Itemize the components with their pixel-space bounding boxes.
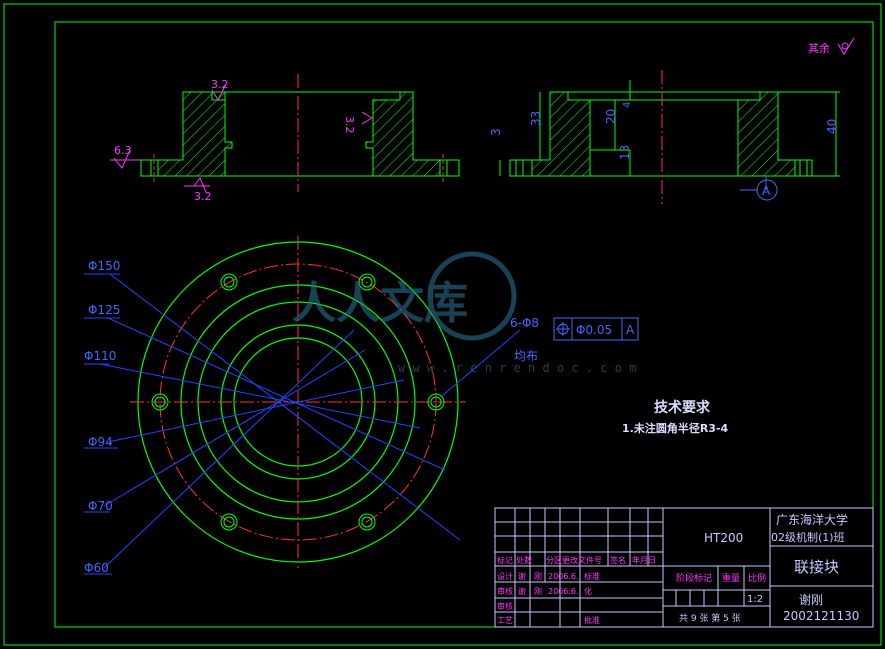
title-block: 标记 处数 分区 更改文件号 签名 年月日 设计 谢 刚 2006.6. 标准 …: [494, 507, 874, 628]
svg-text:02级机制(1)班: 02级机制(1)班: [771, 530, 845, 544]
svg-text:Φ60: Φ60: [84, 561, 109, 575]
svg-text:设计: 设计: [497, 571, 513, 581]
svg-text:谢刚: 谢刚: [799, 592, 823, 607]
section-view: 3.2 3.2 6.3 3.2: [110, 74, 460, 203]
svg-text:刚: 刚: [534, 587, 542, 596]
svg-text:3.2: 3.2: [343, 116, 356, 134]
svg-text:HT200: HT200: [704, 531, 743, 545]
svg-text:标记: 标记: [497, 555, 513, 565]
svg-text:A: A: [626, 323, 635, 337]
svg-text:33: 33: [529, 111, 543, 126]
svg-text:3: 3: [489, 128, 503, 136]
svg-text:w w w . r e n r e n d o c . c: w w w . r e n r e n d o c . c o m: [398, 361, 636, 375]
svg-text:2002121130: 2002121130: [783, 609, 859, 623]
svg-text:谢: 谢: [518, 586, 526, 596]
svg-text:4: 4: [622, 102, 633, 108]
svg-text:Φ150: Φ150: [88, 259, 120, 273]
svg-text:2006.6.: 2006.6.: [548, 572, 579, 581]
svg-text:共 9 张 第 5 张: 共 9 张 第 5 张: [679, 612, 741, 624]
svg-text:重量: 重量: [722, 572, 740, 584]
svg-text:批准: 批准: [584, 615, 600, 625]
svg-text:1:2: 1:2: [747, 594, 763, 605]
watermark: 人人文库 w w w . r e n r e n d o c . c o m: [292, 251, 636, 375]
svg-text:签名: 签名: [610, 555, 626, 565]
svg-text:Φ70: Φ70: [88, 499, 113, 513]
inner-border: [54, 21, 874, 628]
svg-text:Φ125: Φ125: [88, 303, 120, 317]
outer-border: [3, 3, 882, 646]
svg-text:化: 化: [584, 586, 592, 596]
svg-text:6-Φ8: 6-Φ8: [510, 316, 539, 330]
svg-text:审核: 审核: [497, 586, 513, 596]
svg-text:均布: 均布: [514, 349, 538, 363]
svg-text:工艺: 工艺: [497, 616, 513, 625]
svg-text:处数: 处数: [516, 555, 532, 565]
svg-text:阶段标记: 阶段标记: [676, 572, 712, 584]
svg-text:技术要求: 技术要求: [654, 399, 711, 416]
svg-text:其余: 其余: [808, 41, 830, 55]
svg-text:Φ0.05: Φ0.05: [576, 323, 612, 337]
svg-text:2006.6.: 2006.6.: [548, 587, 579, 596]
svg-text:1.未注圆角半径R3-4: 1.未注圆角半径R3-4: [622, 421, 729, 435]
svg-text:审核: 审核: [497, 601, 513, 611]
svg-text:谢: 谢: [518, 571, 526, 581]
svg-text:Φ110: Φ110: [84, 349, 116, 363]
corner-roughness-mark: 其余: [808, 37, 855, 55]
svg-text:比例: 比例: [748, 572, 766, 584]
svg-text:年月日: 年月日: [632, 555, 656, 565]
svg-text:A: A: [762, 184, 771, 198]
svg-text:标准: 标准: [584, 571, 600, 581]
svg-text:联接块: 联接块: [794, 558, 839, 576]
svg-text:分区: 分区: [546, 556, 562, 565]
svg-text:13: 13: [618, 145, 632, 160]
side-view: 33 20 13 3 40 4 A: [489, 70, 840, 204]
plan-view: Φ150 Φ125 Φ110 Φ94 Φ70 Φ60 6-Φ8 均布 Φ0.05…: [84, 236, 639, 575]
svg-text:人人文库: 人人文库: [292, 278, 468, 329]
svg-text:更改文件号: 更改文件号: [562, 555, 602, 565]
svg-text:20: 20: [604, 109, 618, 124]
svg-text:40: 40: [825, 119, 839, 134]
svg-text:3.2: 3.2: [194, 190, 212, 203]
svg-text:Φ94: Φ94: [88, 435, 113, 449]
technical-requirements: 技术要求 1.未注圆角半径R3-4: [622, 399, 729, 435]
svg-text:刚: 刚: [534, 572, 542, 581]
svg-text:6.3: 6.3: [114, 144, 132, 157]
svg-text:广东海洋大学: 广东海洋大学: [776, 512, 848, 527]
